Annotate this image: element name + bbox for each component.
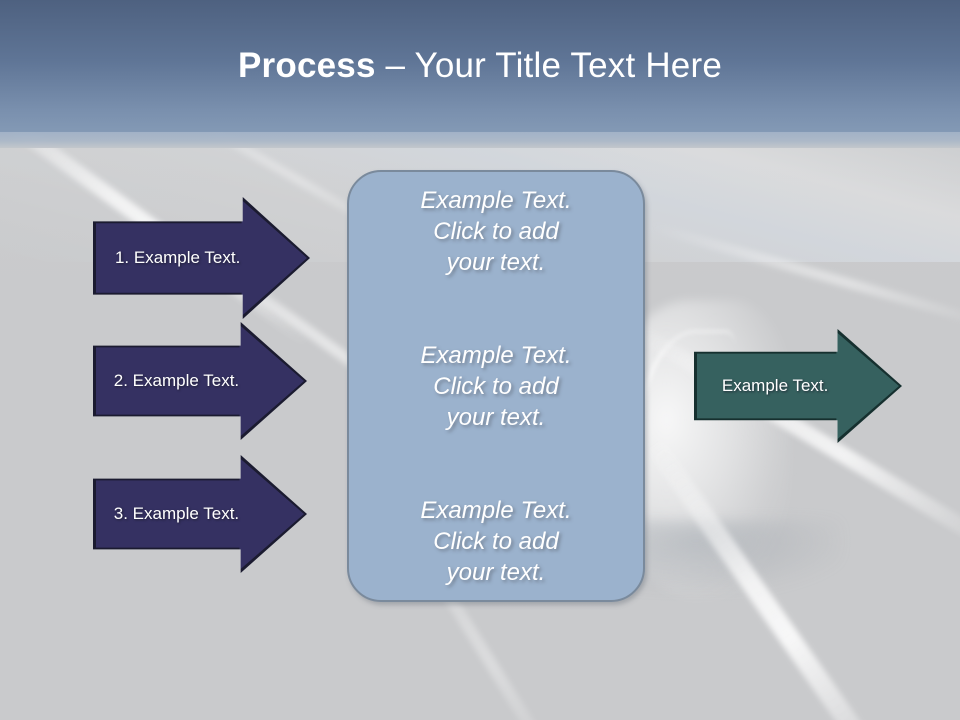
process-arrow-1-label: 1. Example Text. [114,248,241,267]
content-block-1-line-1: Example Text. [420,186,572,214]
content-block-3-line-2: Click to add [433,527,559,555]
page-title-regular: – Your Title Text Here [375,46,722,85]
content-block-1-line-2: Click to add [433,217,559,245]
content-block-3[interactable]: Example Text. Click to add your text. [349,495,643,588]
content-block-2[interactable]: Example Text. Click to add your text. [349,340,643,433]
page-title-bold: Process [238,46,376,85]
content-block-2-line-3: your text. [446,403,546,431]
content-block-3-line-1: Example Text. [420,496,572,524]
content-block-2-line-1: Example Text. [420,341,572,369]
page-title: Process – Your Title Text Here [0,0,960,132]
process-arrow-3-label: 3. Example Text. [113,504,240,523]
content-block-3-line-3: your text. [446,558,546,586]
process-arrow-2-label: 2. Example Text. [113,371,240,390]
content-block-1[interactable]: Example Text. Click to add your text. [349,185,643,278]
background-horizon-band [0,132,960,148]
center-content-box[interactable]: Example Text. Click to add your text. Ex… [347,170,645,602]
title-banner: Process – Your Title Text Here [0,0,960,132]
content-block-1-line-3: your text. [446,248,546,276]
outcome-arrow-label: Example Text. [721,376,829,395]
content-block-2-line-2: Click to add [433,372,559,400]
